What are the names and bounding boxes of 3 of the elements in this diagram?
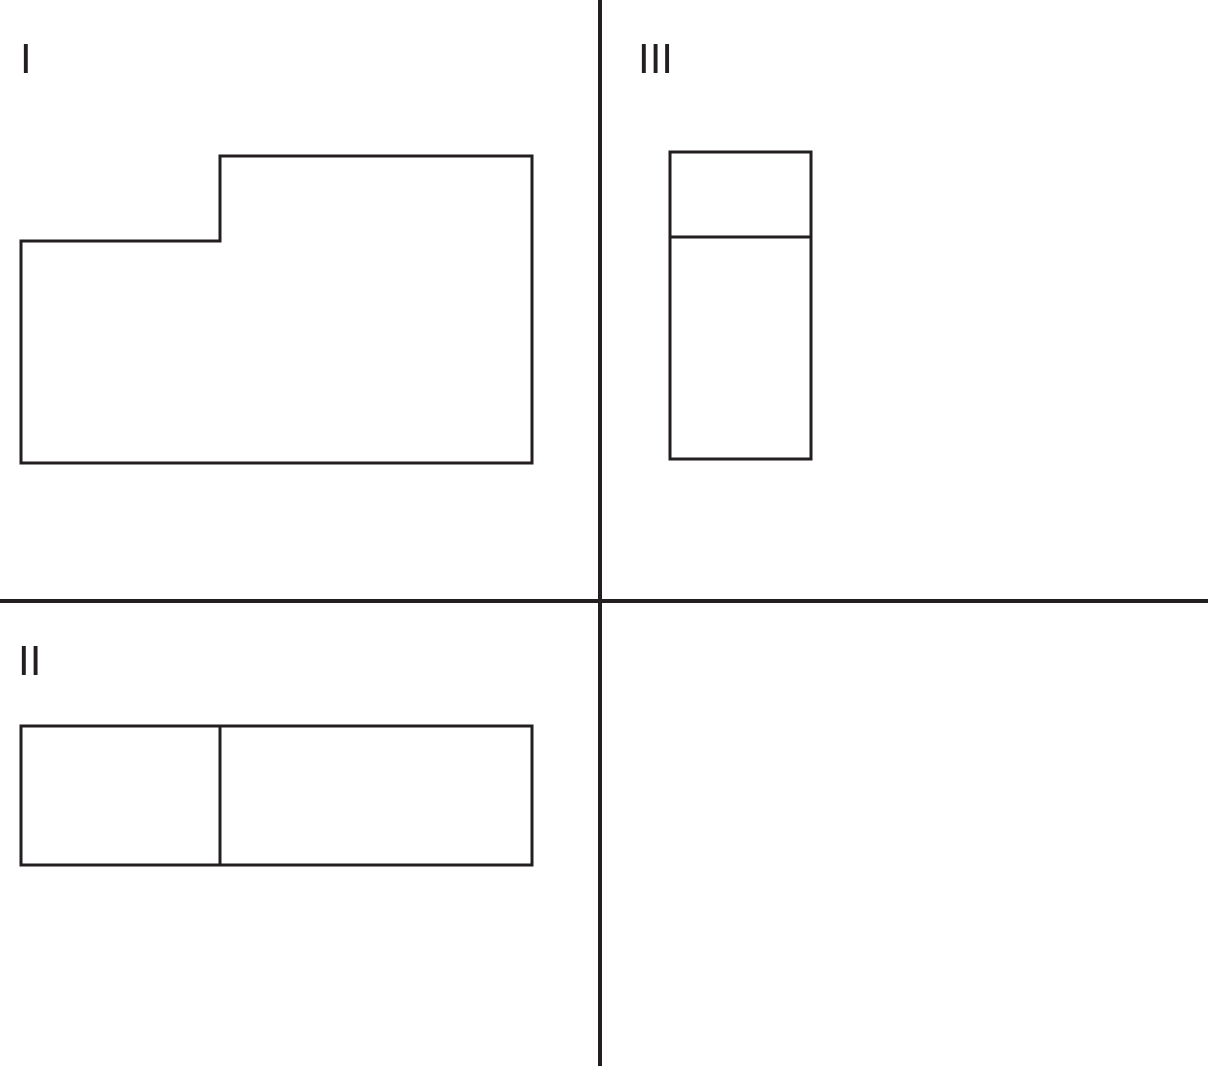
view-label: II (18, 640, 42, 682)
view-label: I (20, 38, 32, 80)
view-label: III (638, 38, 673, 80)
